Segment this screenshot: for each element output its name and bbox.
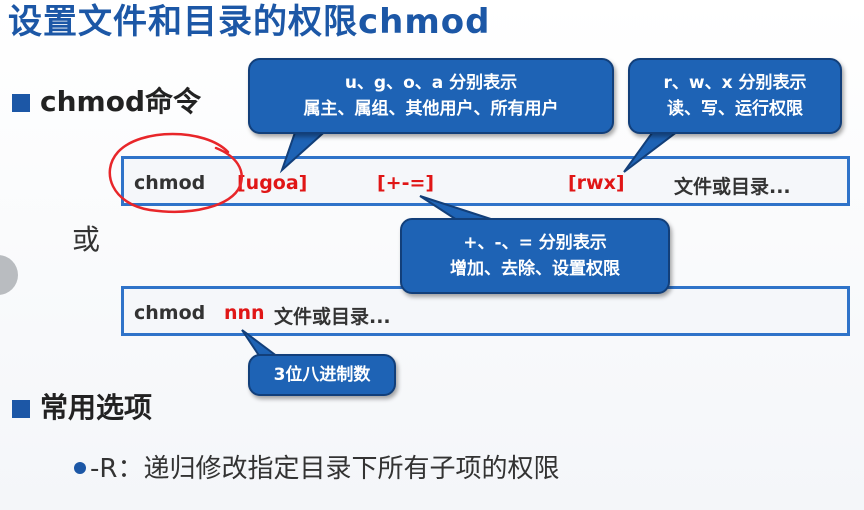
op-param: [+-=] — [377, 172, 435, 194]
mode-param: nnn — [224, 302, 265, 324]
or-label: 或 — [72, 223, 101, 256]
callout-ugoa: u、g、o、a 分别表示 属主、属组、其他用户、所有用户 — [248, 58, 614, 134]
section-bullet-2 — [12, 400, 30, 418]
callout-nnn-line1: 3位八进制数 — [273, 365, 371, 385]
option-bullet — [74, 462, 86, 474]
section-bullet — [12, 94, 30, 112]
who-param: [ugoa] — [237, 172, 308, 194]
callout-rwx-line1: r、w、x 分别表示 — [663, 73, 807, 93]
section-heading-options: 常用选项 — [40, 391, 153, 424]
option-recursive: -R：递归修改指定目录下所有子项的权限 — [90, 454, 560, 484]
command-name-2: chmod — [134, 302, 206, 324]
callout-ops-line2: 增加、去除、设置权限 — [450, 259, 620, 279]
target-param: 文件或目录... — [674, 176, 791, 198]
section-heading-chmod: chmod命令 — [40, 85, 201, 118]
hand-drawn-circle — [108, 132, 243, 213]
callout-nnn: 3位八进制数 — [248, 354, 396, 396]
callout-ops: +、-、= 分别表示 增加、去除、设置权限 — [400, 218, 670, 294]
callout-ops-line1: +、-、= 分别表示 — [463, 233, 607, 253]
slide-title: 设置文件和目录的权限chmod — [8, 2, 491, 42]
target-param-2: 文件或目录... — [274, 306, 391, 328]
callout-ugoa-line1: u、g、o、a 分别表示 — [344, 73, 518, 93]
command-box-symbolic — [121, 156, 850, 206]
callout-rwx-line2: 读、写、运行权限 — [667, 99, 803, 119]
command-name: chmod — [134, 172, 206, 194]
perm-param: [rwx] — [568, 172, 625, 194]
slide-nav-handle[interactable] — [0, 255, 18, 295]
callout-ugoa-line2: 属主、属组、其他用户、所有用户 — [303, 99, 559, 119]
callout-rwx: r、w、x 分别表示 读、写、运行权限 — [628, 58, 842, 134]
